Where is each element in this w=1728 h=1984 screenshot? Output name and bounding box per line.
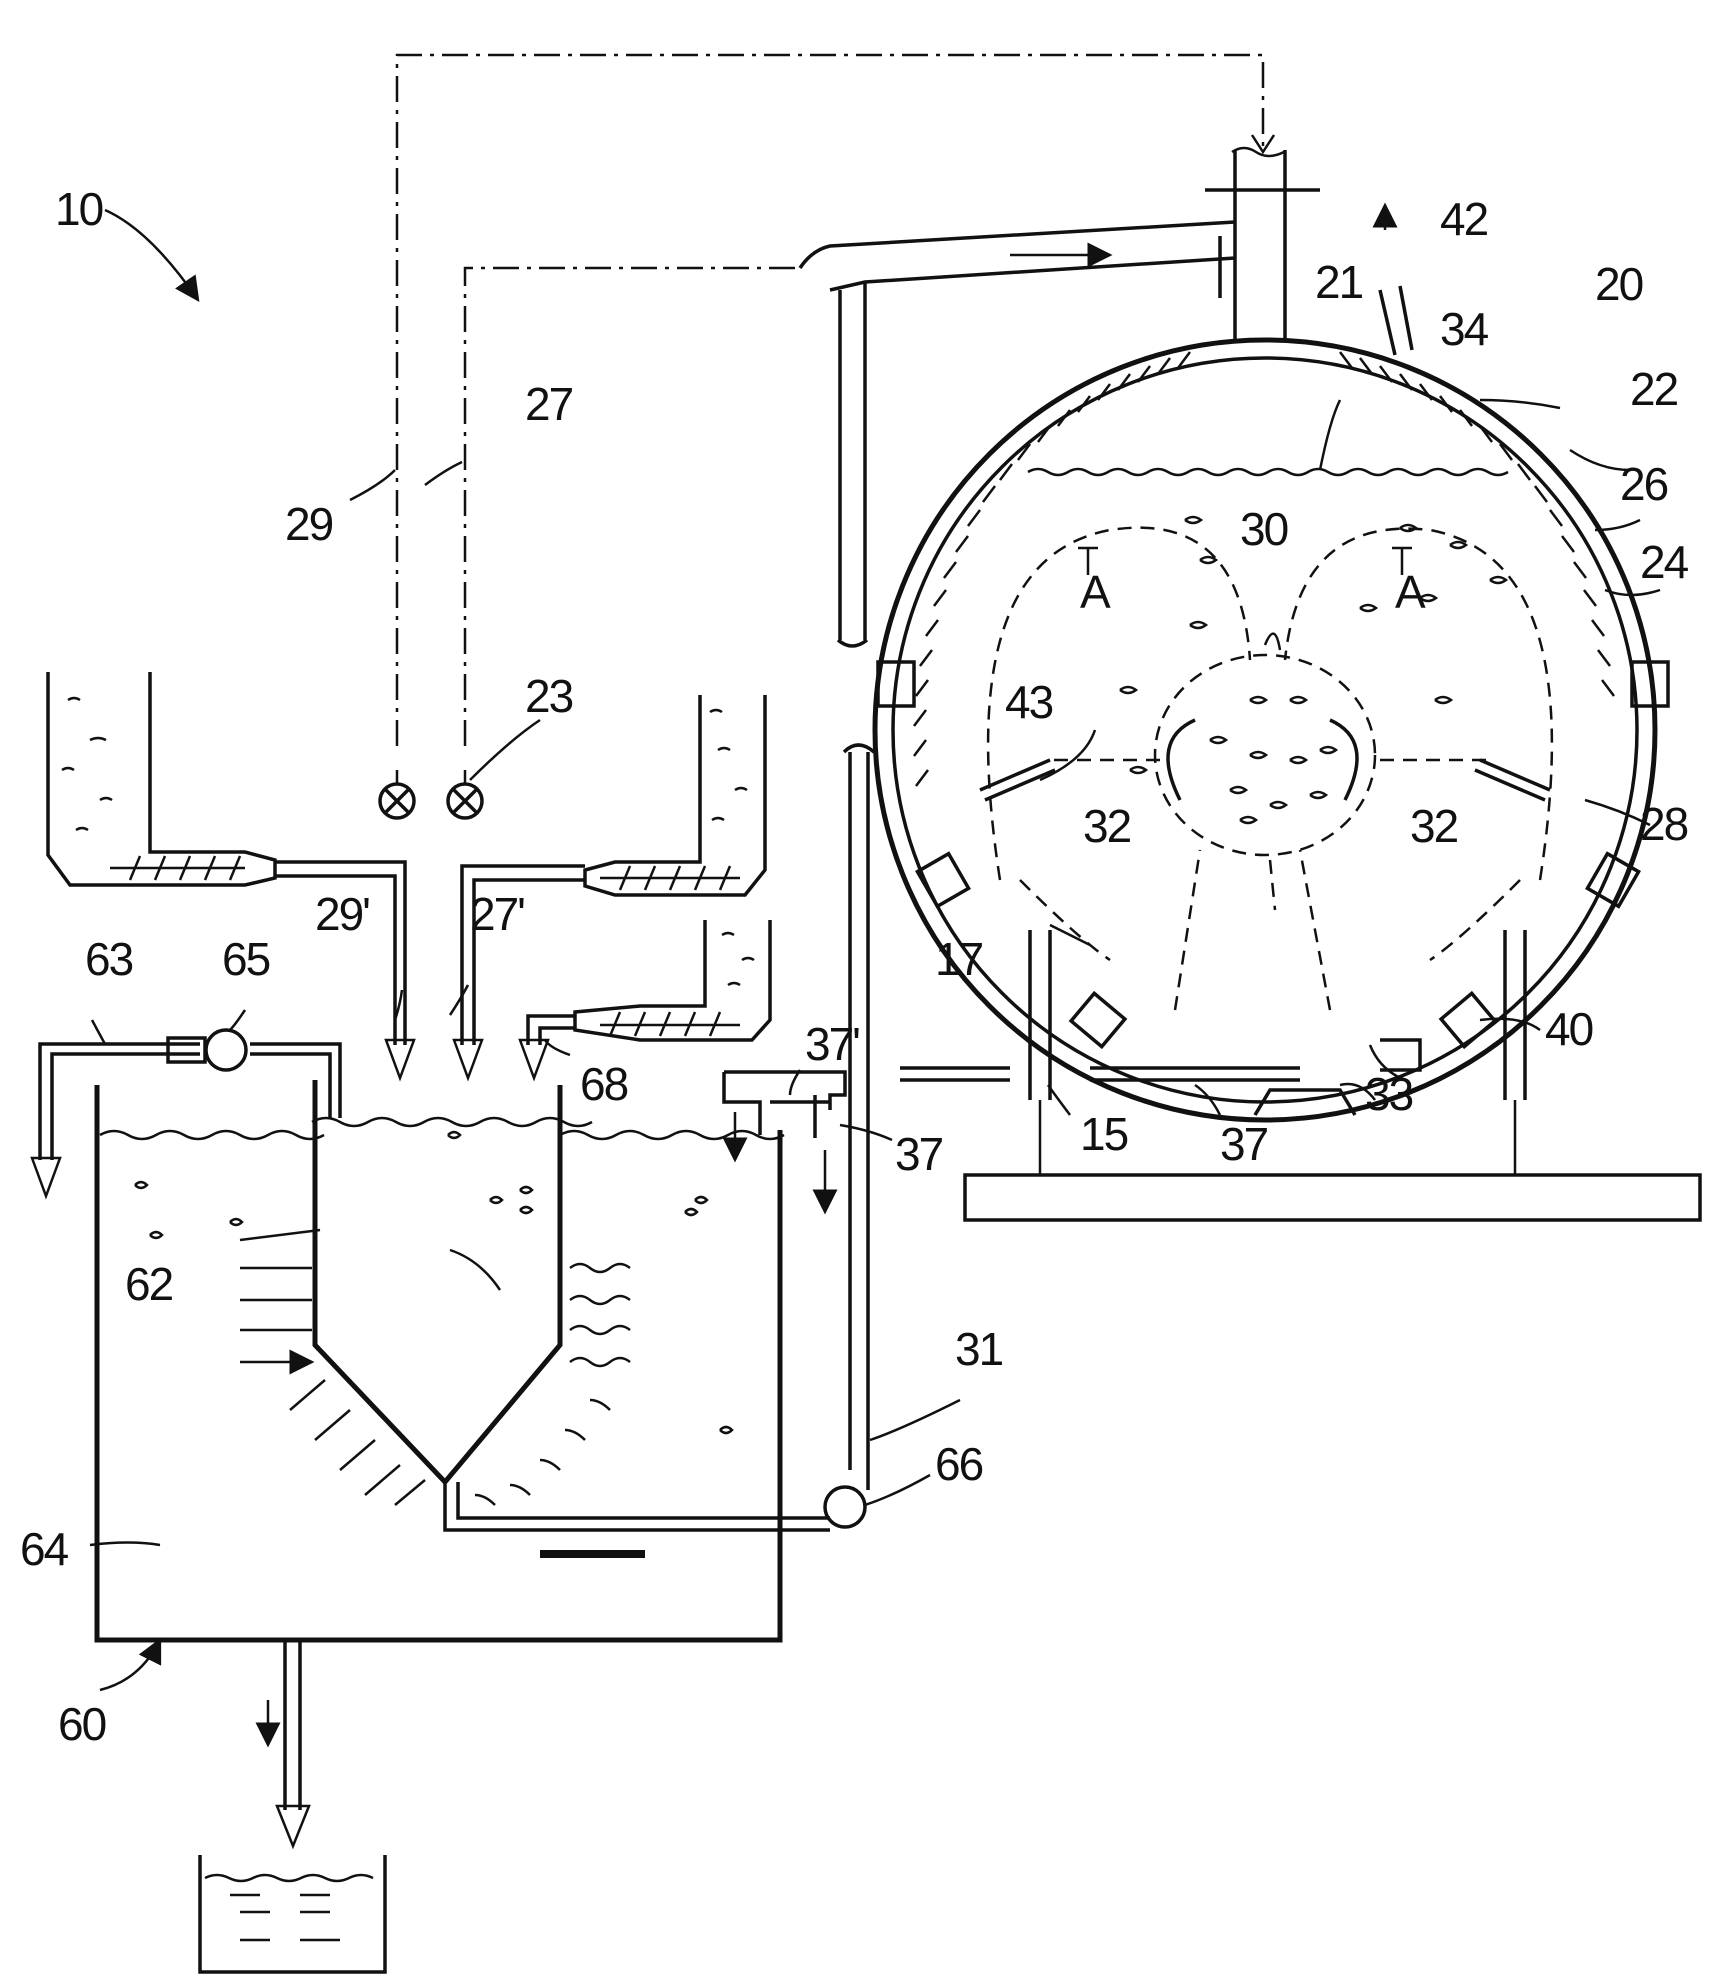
drain-outlet <box>198 1640 387 1974</box>
label-31: 31 <box>955 1323 1003 1375</box>
label-43: 43 <box>1005 676 1053 728</box>
label-63: 63 <box>85 933 133 985</box>
label-64: 64 <box>20 1523 69 1575</box>
section-marks-A <box>1078 546 1412 575</box>
reactor-20 <box>872 202 1702 1222</box>
valve-23-left <box>378 782 416 820</box>
return-pipe-31 <box>823 743 876 1529</box>
label-37-bottom: 37 <box>1220 1118 1268 1170</box>
reference-labels: 10 20 21 22 23 24 26 27 27' 28 29 29' 30… <box>20 183 1691 1750</box>
label-27prime: 27' <box>470 888 524 940</box>
overflow-37prime <box>722 1070 847 1215</box>
label-66: 66 <box>935 1438 983 1490</box>
label-30: 30 <box>1240 503 1288 555</box>
label-21: 21 <box>1315 256 1363 308</box>
label-32-left: 32 <box>1083 800 1131 852</box>
label-24: 24 <box>1640 536 1689 588</box>
label-28: 28 <box>1640 798 1688 850</box>
label-62: 62 <box>125 1258 173 1310</box>
leader-lines <box>89 208 1661 1692</box>
label-23: 23 <box>525 670 573 722</box>
nozzle-40-group <box>876 660 1670 1050</box>
settling-vessel-62 <box>240 1080 830 1558</box>
label-42: 42 <box>1440 193 1488 245</box>
label-32-right: 32 <box>1410 800 1458 852</box>
label-34: 34 <box>1440 303 1489 355</box>
control-line-29 <box>395 53 1276 746</box>
pump-65-line-63 <box>30 1028 342 1200</box>
label-10: 10 <box>55 183 103 235</box>
feed-pipe-to-reactor <box>798 146 1320 648</box>
label-33: 33 <box>1365 1068 1413 1120</box>
label-29: 29 <box>285 498 333 550</box>
hopper-left <box>46 672 416 1082</box>
label-27: 27 <box>525 378 573 430</box>
label-A-right: A <box>1395 566 1426 618</box>
label-17: 17 <box>935 933 983 985</box>
valve-stems <box>395 770 467 784</box>
hopper-small-68 <box>518 920 772 1082</box>
label-37prime: 37' <box>805 1018 859 1070</box>
label-29prime: 29' <box>315 888 369 940</box>
label-40: 40 <box>1545 1003 1593 1055</box>
label-68: 68 <box>580 1058 628 1110</box>
label-37-overflow: 37 <box>895 1128 943 1180</box>
label-15: 15 <box>1080 1108 1128 1160</box>
valve-23-right <box>446 782 484 820</box>
label-A-left: A <box>1080 566 1111 618</box>
tank-60 <box>94 1085 785 1643</box>
control-line-27 <box>463 266 800 746</box>
label-65: 65 <box>222 933 270 985</box>
label-26: 26 <box>1620 458 1668 510</box>
label-22: 22 <box>1630 363 1678 415</box>
label-60: 60 <box>58 1698 106 1750</box>
label-20: 20 <box>1595 258 1643 310</box>
hopper-right <box>452 695 767 1082</box>
